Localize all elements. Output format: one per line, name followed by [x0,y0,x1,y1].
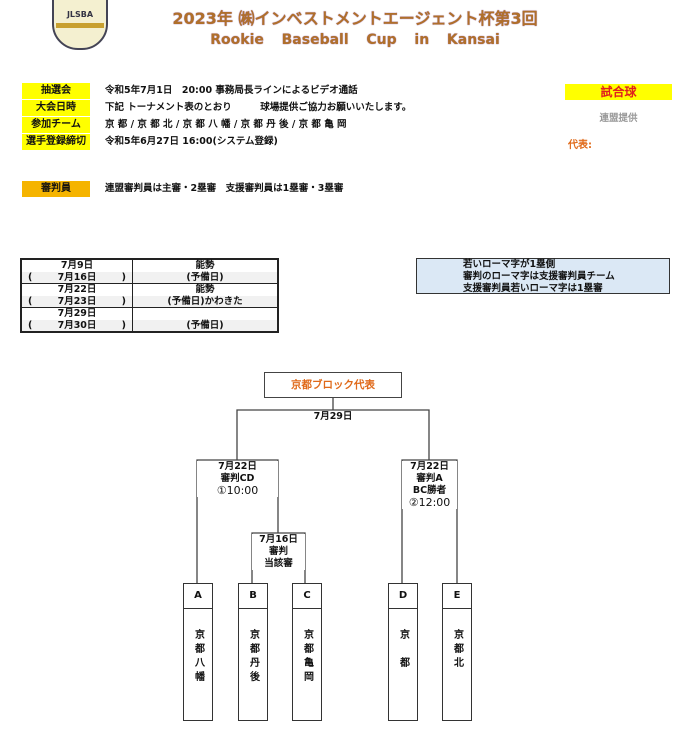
match-time: ①10:00 [216,484,259,497]
team-letter: A [184,584,212,609]
schedule-table: 7月9日能勢(7月16日)(予備日)7月22日能勢(7月23日)(予備日)かわき… [20,258,279,333]
match-date: 7月16日 [259,534,298,545]
title-line1: 2023年 ㈱インベストメントエージェント杯第3回 [172,9,538,28]
logo: JLSBA [52,0,108,50]
schedule-row: 7月22日能勢 [20,283,278,296]
match-time: ②12:00 [408,496,451,509]
paren: ) [121,271,126,283]
paren: ) [121,295,126,307]
schedule-date: 7月29日 [20,307,133,320]
schedule-reserve-row: (7月23日) (予備日)かわきた [20,295,278,308]
info-label: 大会日時 [22,100,90,116]
team-name: 京都丹後 [247,629,259,685]
note: 支援審判員若いローマ字は1塁審 [463,283,603,294]
match-umpire: 審判A [416,473,443,484]
left-semi-info: 7月22日 審判CD ①10:00 [197,461,278,497]
team-letter: E [443,584,471,609]
team-letter: D [389,584,417,609]
logo-text: JLSBA [66,10,94,19]
final-date: 7月29日 [313,411,353,422]
info-value: 令和5年6月27日 16:00(システム登録) [105,136,278,147]
match-umpire: 審判 [268,546,288,557]
match-note: 当該審 [264,558,293,569]
schedule-note: (予備日) [132,271,278,284]
paren: ) [121,319,126,331]
note: 若いローマ字が1塁側 [463,259,556,270]
info-value: 京 都 / 京 都 北 / 京 都 八 幡 / 京 都 丹 後 / 京 都 亀 … [105,119,347,130]
first-round-info: 7月16日 審判 当該審 [252,534,305,570]
team-letter: B [239,584,267,609]
schedule-reserve-date: 7月23日 [57,295,97,307]
team-name: 京 都 [397,629,409,671]
team-letter: C [293,584,321,609]
match-umpire: 審判CD [220,473,255,484]
notes-box: 若いローマ字が1塁側 審判のローマ字は支援審判員チーム 支援審判員若いローマ字は… [416,258,670,294]
info-label: 選手登録締切 [22,134,90,150]
paren: ( [28,319,33,331]
schedule-reserve-date: 7月16日 [57,271,97,283]
team-box-b: B 京都丹後 [238,583,268,721]
team-box-e: E 京都北 [442,583,472,721]
team-name: 京都八幡 [192,629,204,685]
info-label: 抽選会 [22,83,90,99]
schedule-date: 7月9日 [20,259,133,272]
paren: ( [28,295,33,307]
team-box-c: C 京都亀岡 [292,583,322,721]
final-box: 京都ブロック代表 [264,372,402,398]
match-date: 7月22日 [410,461,449,472]
ball-label: 試合球 [565,84,672,100]
schedule-reserve-date: 7月30日 [57,319,97,331]
final-label: 京都ブロック代表 [291,379,375,391]
schedule-reserve-row: (7月30日) (予備日) [20,319,278,333]
team-name: 京都北 [451,629,463,671]
right-semi-info: 7月22日 審判A BC勝者 ②12:00 [402,461,457,509]
schedule-note: (予備日) [132,319,278,333]
title-line2: Rookie Baseball Cup in Kansai [210,32,500,48]
umpire-label: 審判員 [22,181,90,197]
match-date: 7月22日 [218,461,257,472]
representative-label: 代表: [568,140,592,151]
schedule-date: 7月22日 [20,283,133,296]
info-label: 参加チーム [22,117,90,133]
team-box-d: D 京 都 [388,583,418,721]
schedule-venue: 能勢 [132,283,278,296]
schedule-reserve-row: (7月16日) (予備日) [20,271,278,284]
team-box-a: A 京都八幡 [183,583,213,721]
schedule-venue: 能勢 [132,259,278,272]
match-note: BC勝者 [412,485,447,496]
note: 審判のローマ字は支援審判員チーム [463,271,615,282]
schedule-row: 7月9日能勢 [20,259,278,272]
schedule-row: 7月29日 [20,307,278,320]
info-value: 令和5年7月1日 20:00 事務局長ラインによるビデオ通話 [105,85,358,96]
info-value: 下記 トーナメント表のとおり 球場提供ご協力お願いいたします。 [105,102,412,113]
umpire-value: 連盟審判員は主審・2塁審 支援審判員は1塁審・3塁審 [105,183,344,194]
schedule-venue [132,307,278,320]
ball-provider: 連盟提供 [599,113,638,124]
paren: ( [28,271,33,283]
team-name: 京都亀岡 [301,629,313,685]
schedule-note: (予備日)かわきた [132,295,278,308]
